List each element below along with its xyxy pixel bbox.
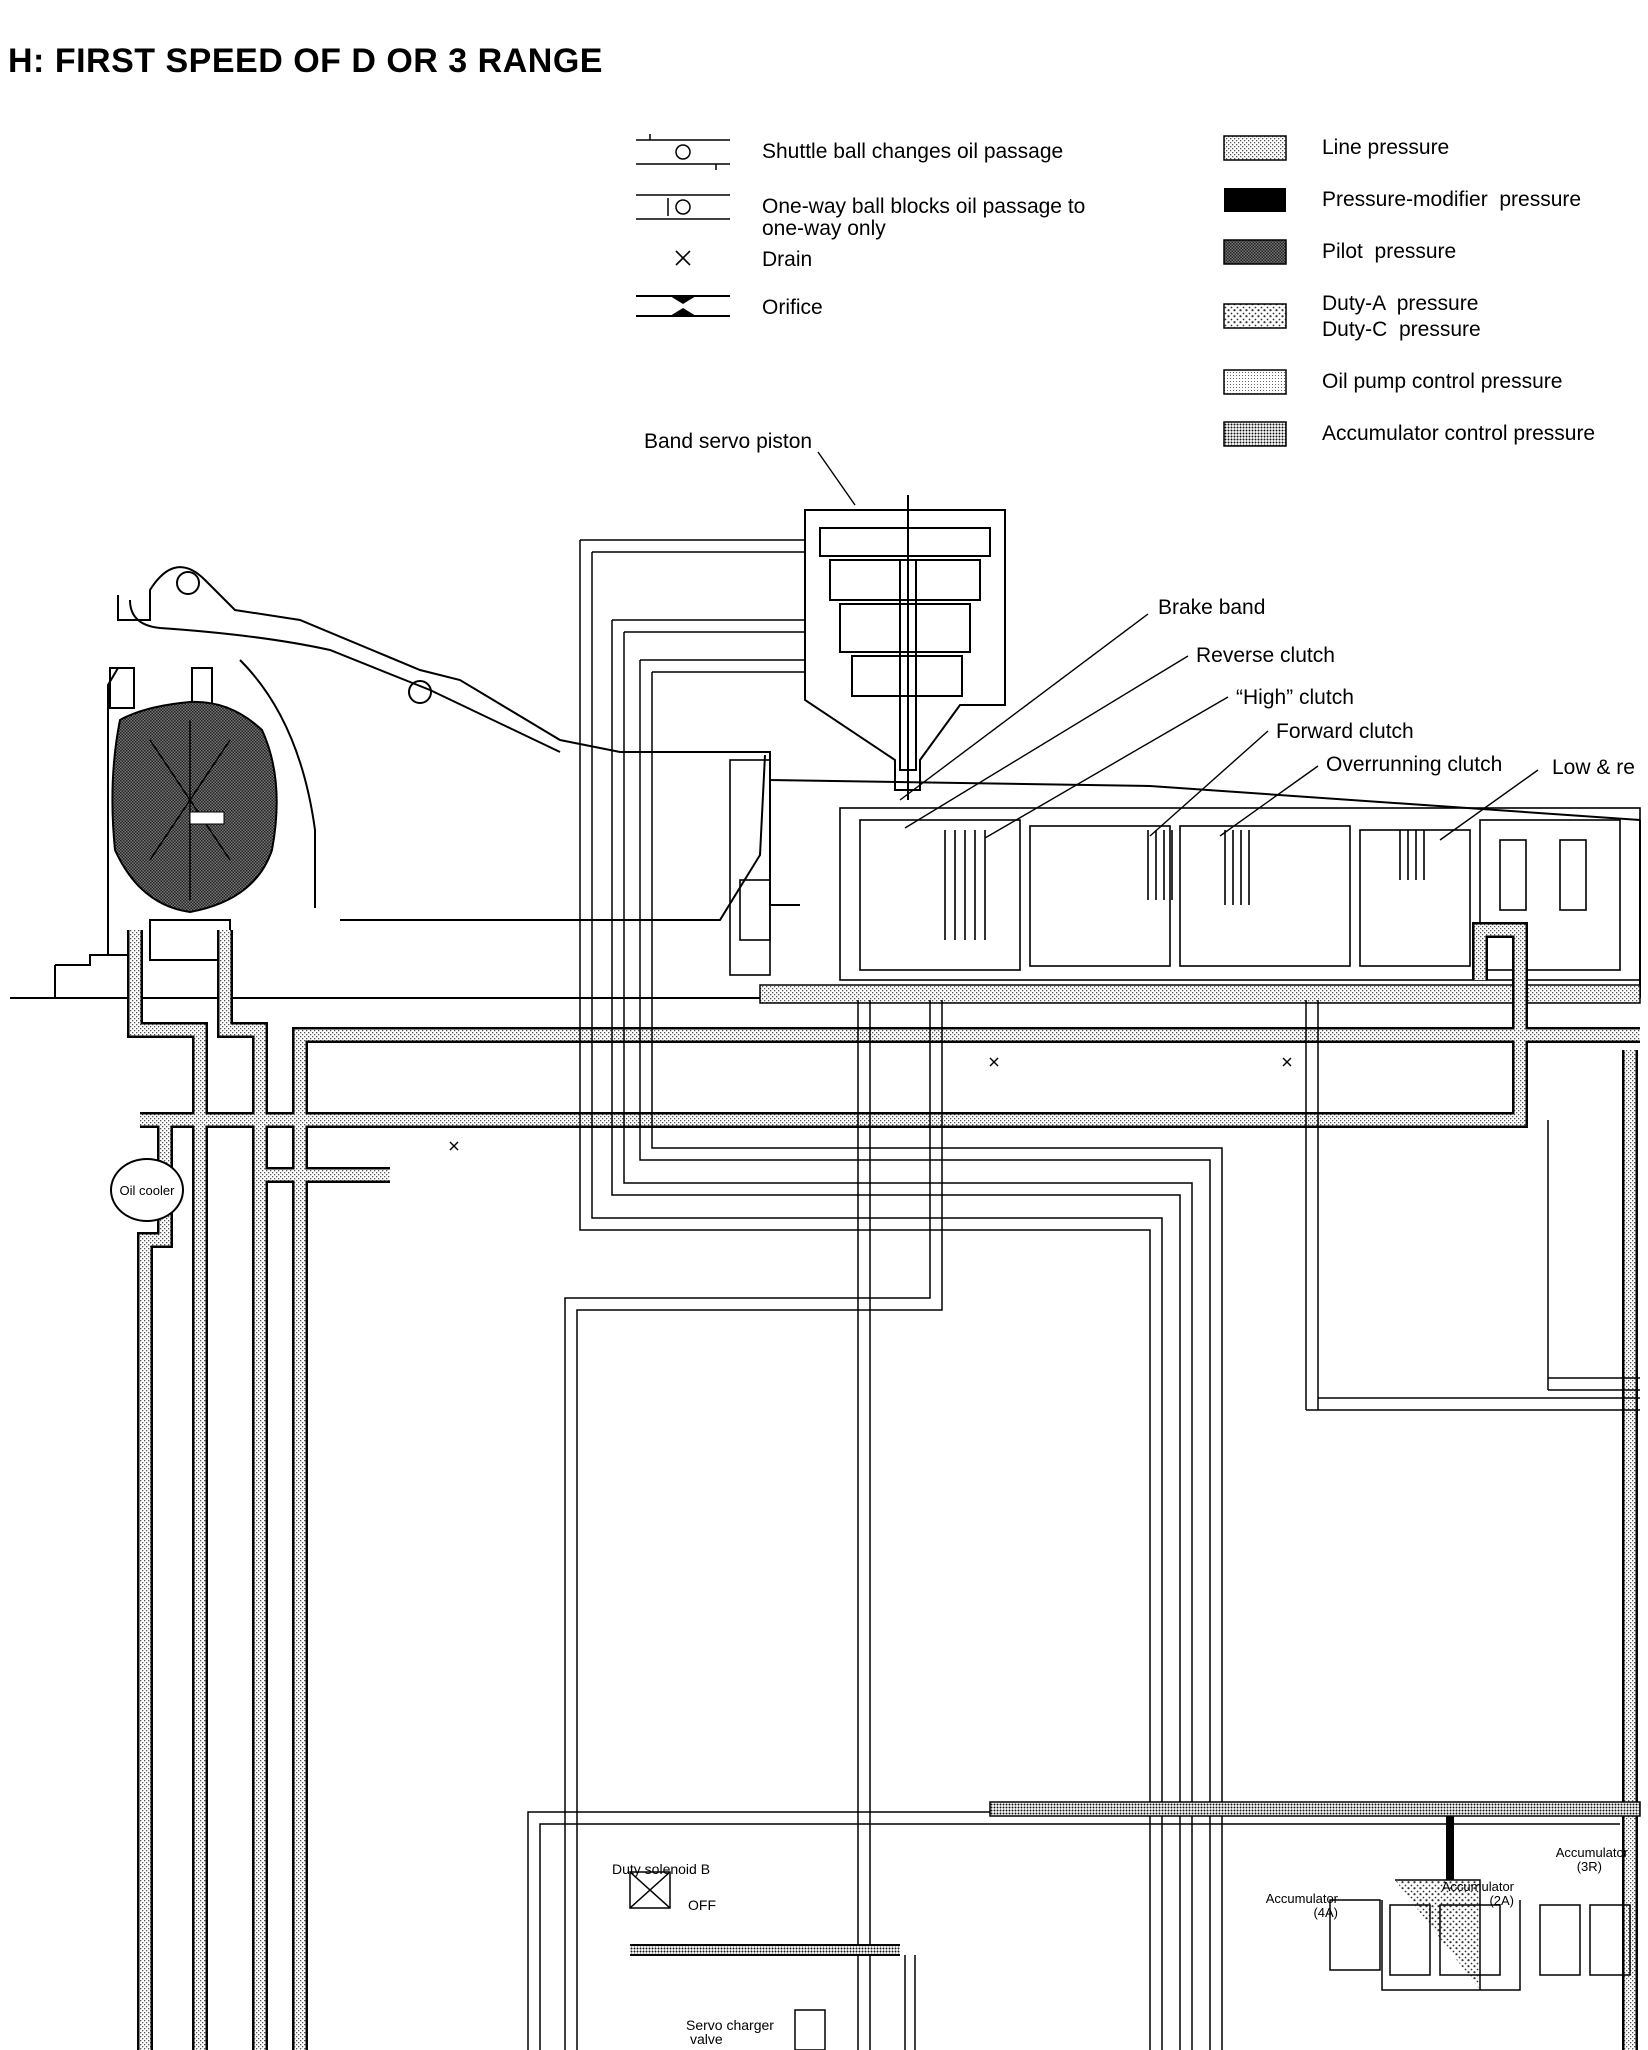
accumulator-4a-label-1: Accumulator <box>1265 1891 1338 1906</box>
main-shaft <box>759 984 1641 1004</box>
band-servo-piston-label: Band servo piston <box>644 430 813 453</box>
open-passages <box>527 539 1640 2050</box>
legend-duty-a-pressure: Duty-A pressure <box>1322 292 1479 315</box>
brake-band-label: Brake band <box>1158 596 1266 619</box>
line-pressure-swatch <box>1223 135 1287 161</box>
duty-solenoid-b-label: Duty solenoid B <box>612 1861 711 1877</box>
line-pressure-passages <box>127 922 1640 2050</box>
duty-solenoid-b-state: OFF <box>688 1897 716 1913</box>
duty-pressure-swatch <box>1223 303 1287 329</box>
legend-duty-c-pressure: Duty-C pressure <box>1322 318 1481 341</box>
drain-marks <box>449 1057 1292 1151</box>
servo-charger-valve-label-2: valve <box>690 2031 723 2047</box>
overrunning-clutch-label: Overrunning clutch <box>1326 753 1503 776</box>
torque-converter <box>111 700 278 961</box>
accumulator-3r-label-2: (3R) <box>1576 1859 1602 1874</box>
band-servo-piston <box>804 495 1006 800</box>
leader-lines <box>817 451 1539 841</box>
accumulator-control-swatch <box>1223 421 1287 447</box>
oil-pump-control-swatch <box>1223 369 1287 395</box>
accumulator-4a-label-2: (4A) <box>1313 1905 1338 1920</box>
legend-drain-label: Drain <box>762 248 813 271</box>
legend-shuttle-ball-label: Shuttle ball changes oil passage <box>762 140 1064 163</box>
legend-accumulator-control: Accumulator control pressure <box>1322 422 1596 445</box>
legend-oil-pump-control: Oil pump control pressure <box>1322 370 1563 393</box>
legend-line-pressure: Line pressure <box>1322 136 1450 159</box>
orifice-icon <box>636 295 730 317</box>
pressure-modifier-swatch <box>1224 188 1286 212</box>
shuttle-ball-icon <box>636 134 730 170</box>
clutch-packs <box>729 759 1641 981</box>
valve-body <box>629 1801 1641 2050</box>
oil-cooler: Oil cooler <box>110 1158 184 1222</box>
one-way-ball-icon <box>636 194 730 220</box>
accumulator-2a-label-2: (2A) <box>1489 1893 1514 1908</box>
servo-charger-valve-label-1: Servo charger <box>686 2017 774 2033</box>
pilot-pressure-swatch <box>1223 239 1287 265</box>
reverse-clutch-label: Reverse clutch <box>1196 644 1335 667</box>
low-reverse-clutch-label: Low & re <box>1552 756 1635 779</box>
oil-cooler-label: Oil cooler <box>119 1182 175 1198</box>
legend-orifice-label: Orifice <box>762 296 823 319</box>
legend-pilot-pressure: Pilot pressure <box>1322 240 1457 263</box>
legend-one-way-ball-label: One-way ball blocks oil passage to one-w… <box>762 195 1086 240</box>
forward-clutch-label: Forward clutch <box>1276 720 1414 743</box>
high-clutch-label: “High” clutch <box>1236 686 1354 709</box>
page-title: H: FIRST SPEED OF D OR 3 RANGE <box>8 42 603 80</box>
drain-icon <box>675 250 691 266</box>
accumulator-2a-label-1: Accumulator <box>1441 1879 1514 1894</box>
accumulator-3r-label-1: Accumulator <box>1555 1845 1628 1860</box>
legend-pressure-modifier: Pressure-modifier pressure <box>1322 188 1582 211</box>
